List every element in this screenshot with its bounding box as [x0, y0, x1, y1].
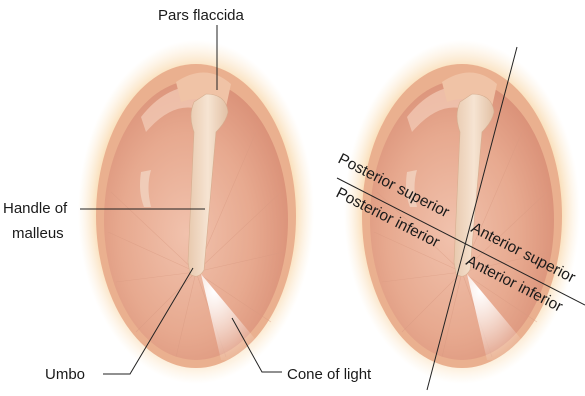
handle-of-malleus-label-line1: Handle of	[3, 200, 68, 217]
cone-of-light-label: Cone of light	[287, 366, 372, 383]
left-tympanic-membrane	[78, 40, 314, 384]
handle-of-malleus-label-line2: malleus	[12, 225, 64, 242]
pars-flaccida-label: Pars flaccida	[158, 7, 245, 24]
umbo-label: Umbo	[45, 366, 85, 383]
